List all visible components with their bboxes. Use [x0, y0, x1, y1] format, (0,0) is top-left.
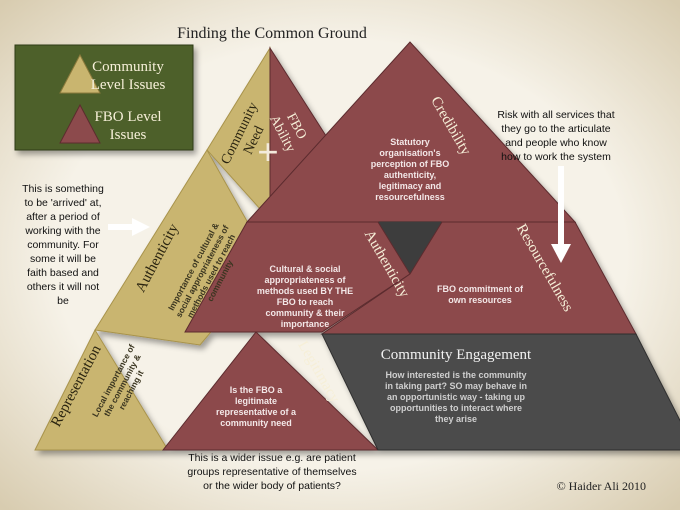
community-engagement-desc-line: opportunities to interact where — [390, 403, 522, 413]
legitimacy-desc: Is the FBO a legitimate representative o… — [216, 385, 297, 428]
page-title: Finding the Common Ground — [177, 25, 367, 42]
legitimacy-desc-line: Is the FBO a — [230, 385, 284, 395]
resourcefulness-desc-line: own resources — [448, 295, 512, 305]
resourcefulness-desc: FBO commitment of own resources — [437, 284, 524, 305]
legend-fbo-line1: FBO Level — [94, 109, 161, 125]
triangle-legitimacy — [161, 331, 380, 451]
authenticity-fbo-desc-line: FBO to reach — [277, 297, 334, 307]
community-engagement-label: Community Engagement — [381, 347, 532, 363]
triangle-community-engagement — [321, 333, 680, 451]
left-note-line: others it will not — [27, 281, 99, 293]
legend-box — [14, 44, 194, 151]
left-note-line: some it will be — [30, 253, 96, 265]
right-note-line: and people who know — [505, 137, 607, 149]
bottom-note-line: or the wider body of patients? — [203, 480, 341, 492]
right-note: Risk with all services that they go to t… — [497, 109, 614, 163]
legend: Community Level Issues FBO Level Issues — [14, 44, 194, 151]
credibility-desc-line: legitimacy and — [379, 181, 442, 191]
legitimacy-desc-line: community need — [220, 418, 292, 428]
credibility-desc: Statutory organisation's perception of F… — [371, 137, 450, 202]
resourcefulness-desc-line: FBO commitment of — [437, 284, 524, 294]
right-note-line: how to work the system — [501, 151, 611, 163]
authenticity-fbo-desc-line: community & their — [265, 308, 345, 318]
authenticity-fbo-desc-line: importance — [281, 319, 330, 329]
credibility-desc-line: perception of FBO — [371, 159, 450, 169]
credibility-desc-line: Statutory — [390, 137, 430, 147]
credibility-desc-line: authenticity, — [384, 170, 436, 180]
left-arrow-icon — [108, 218, 150, 236]
triangle-authenticity-fbo — [184, 221, 411, 333]
left-note-line: after a period of — [26, 211, 100, 223]
authenticity-fbo-desc-line: Cultural & social — [269, 264, 340, 274]
pyramid — [34, 41, 680, 451]
community-engagement-desc-line: they arise — [435, 414, 477, 424]
plus-icon: + — [257, 132, 279, 174]
center-gap-shade — [378, 222, 442, 274]
legend-fbo-swatch — [59, 103, 101, 144]
credibility-desc-line: organisation's — [379, 148, 440, 158]
left-note-line: working with the — [24, 225, 100, 237]
credibility-desc-line: resourcefulness — [375, 192, 445, 202]
right-note-line: they go to the articulate — [501, 123, 610, 135]
left-note-line: community. For — [27, 239, 99, 251]
community-engagement-desc: How interested is the community in takin… — [385, 370, 527, 424]
legend-community-line2: Level Issues — [91, 77, 166, 93]
community-engagement-desc-line: an opportunistic way - taking up — [387, 392, 526, 402]
bottom-note: This is a wider issue e.g. are patient g… — [187, 452, 356, 492]
triangle-representation — [34, 328, 169, 451]
left-note-line: This is something — [22, 183, 104, 195]
authenticity-fbo-desc-line: appropriateness of — [264, 275, 346, 285]
copyright: © Haider Ali 2010 — [557, 479, 646, 493]
authenticity-fbo-desc: Cultural & social appropriateness of met… — [257, 264, 353, 329]
down-arrow-icon — [551, 166, 571, 263]
legend-fbo-line2: Issues — [110, 127, 147, 143]
community-engagement-desc-line: in taking part? SO may behave in — [385, 381, 527, 391]
authenticity-fbo-desc-line: methods used BY THE — [257, 286, 353, 296]
community-engagement-desc-line: How interested is the community — [385, 370, 526, 380]
left-note-line: be — [57, 295, 69, 307]
left-note-line: to be 'arrived' at, — [25, 197, 102, 209]
legend-community-swatch — [59, 53, 101, 94]
legend-community-line1: Community — [92, 59, 164, 75]
left-note-line: faith based and — [27, 267, 99, 279]
bottom-note-line: This is a wider issue e.g. are patient — [188, 452, 356, 464]
legitimacy-desc-line: representative of a — [216, 407, 297, 417]
legitimacy-desc-line: legitimate — [235, 396, 277, 406]
left-note: This is something to be 'arrived' at, af… — [22, 183, 104, 307]
right-note-line: Risk with all services that — [497, 109, 614, 121]
bottom-note-line: groups representative of themselves — [187, 466, 356, 478]
